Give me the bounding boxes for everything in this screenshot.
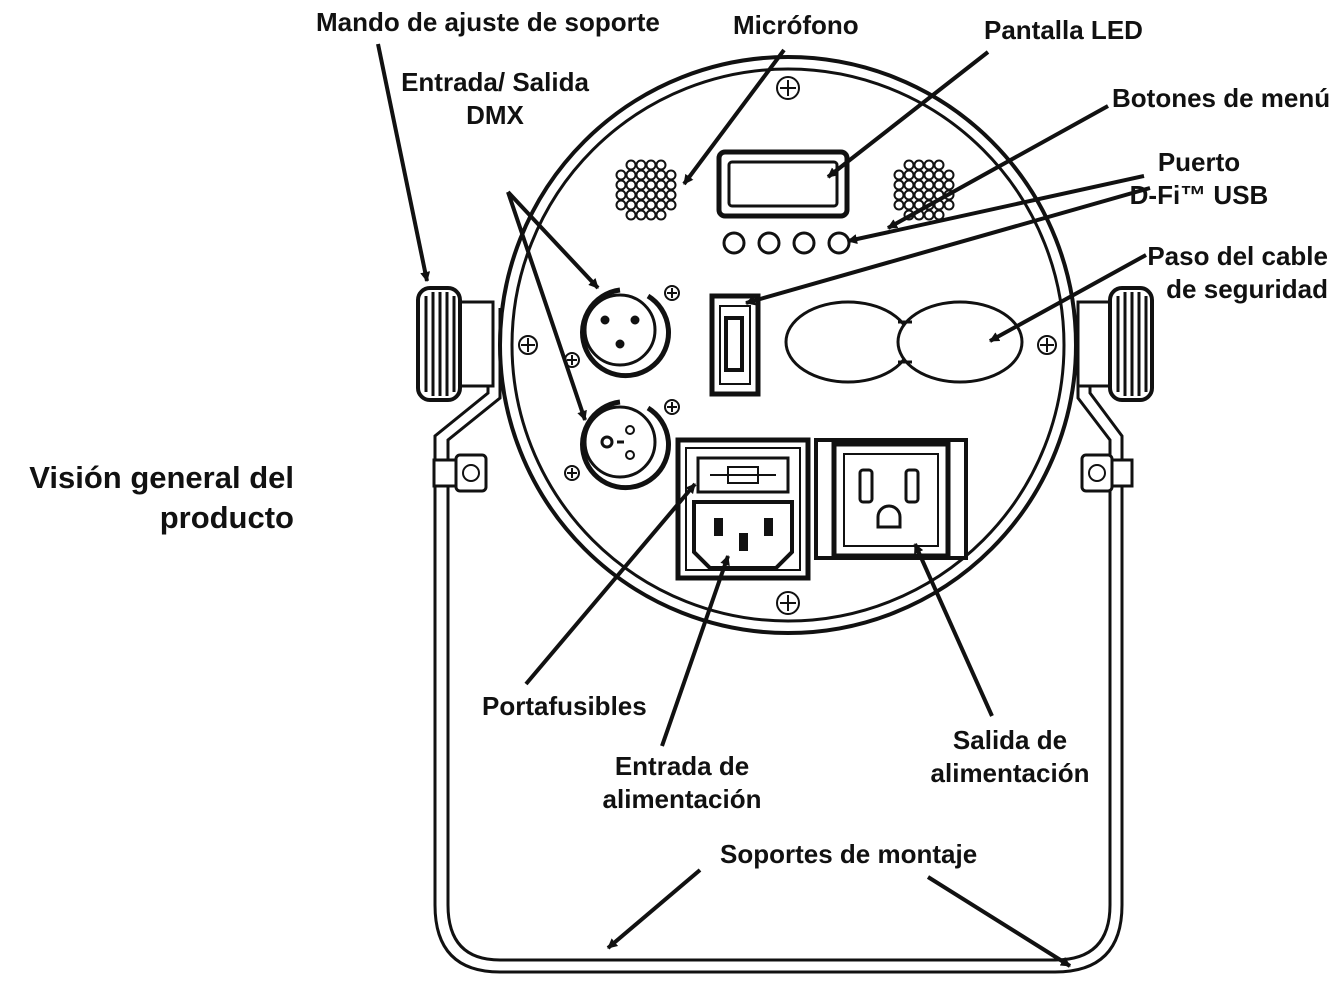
label-dmx-in-out: Entrada/ Salida DMX xyxy=(401,67,589,130)
power-input-module xyxy=(675,437,811,581)
adjustment-knob-left xyxy=(416,286,495,402)
bracket-bolt-right xyxy=(1080,453,1134,493)
label-power-output: Salida de alimentación xyxy=(930,725,1090,788)
annotation-arrows xyxy=(376,43,1151,968)
label-menu-buttons: Botones de menú xyxy=(1112,83,1331,113)
grille-hole xyxy=(655,209,667,221)
grille-hole xyxy=(943,199,955,211)
dmx-in-connector xyxy=(580,287,671,379)
label-adjustment-knob: Mando de ajuste de soporte xyxy=(316,7,660,37)
label-fuse-holder: Portafusibles xyxy=(482,691,647,721)
label-mounting-brackets: Soportes de montaje xyxy=(720,839,978,869)
body-screws xyxy=(518,76,1057,615)
mounting-bracket xyxy=(433,308,1124,974)
bracket-bolt-left xyxy=(432,453,488,493)
microphone-grille xyxy=(615,159,677,221)
label-led-display: Pantalla LED xyxy=(984,15,1143,45)
led-display xyxy=(716,149,850,219)
diagram-title: Visión general del producto xyxy=(29,460,294,535)
label-safety-cable: Paso del cable de seguridad xyxy=(1147,241,1328,304)
safety-cable-loop xyxy=(784,300,1024,384)
label-usb-port: Puerto D-Fi™ USB xyxy=(1129,147,1269,210)
label-microphone: Micrófono xyxy=(733,10,859,40)
grille-hole xyxy=(665,199,677,211)
label-power-input: Entrada de alimentación xyxy=(602,751,762,814)
dmx-out-connector xyxy=(580,399,671,491)
vent-grille xyxy=(893,159,955,221)
adjustment-knob-right xyxy=(1076,286,1154,402)
usb-port xyxy=(709,293,761,397)
power-outlet-module xyxy=(814,438,968,560)
